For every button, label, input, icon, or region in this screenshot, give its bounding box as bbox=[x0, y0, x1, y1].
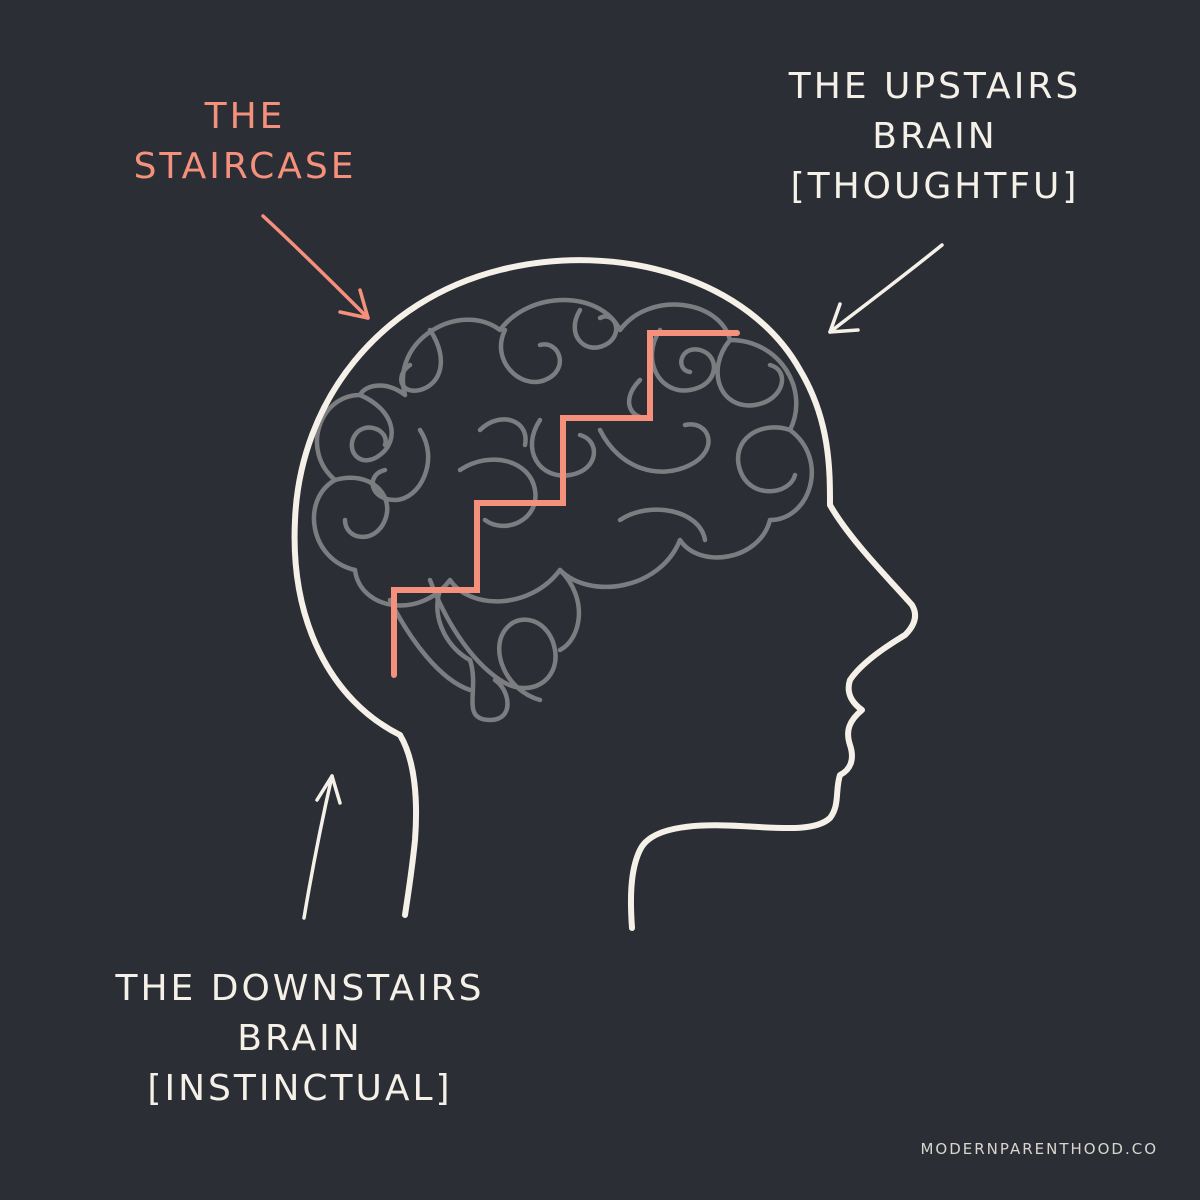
staircase-label-line: STAIRCASE bbox=[133, 146, 357, 187]
arrow-upstairs-icon bbox=[828, 243, 944, 334]
upstairs-brain-label: THE UPSTAIRS BRAIN [THOUGHTFU] bbox=[740, 62, 1130, 212]
upstairs-label-line: THE UPSTAIRS bbox=[788, 66, 1082, 107]
staircase-label-line: THE bbox=[204, 96, 286, 137]
staircase bbox=[391, 330, 740, 678]
upstairs-label-line: [THOUGHTFU] bbox=[790, 166, 1080, 207]
brain-squiggle bbox=[311, 297, 815, 723]
downstairs-label-line: [INSTINCTUAL] bbox=[147, 1068, 453, 1109]
downstairs-label-line: BRAIN bbox=[237, 1018, 363, 1059]
arrow-staircase-icon bbox=[261, 214, 370, 320]
staircase-label: THE STAIRCASE bbox=[90, 92, 400, 192]
arrow-downstairs-icon bbox=[302, 774, 342, 920]
head-outline bbox=[291, 257, 919, 931]
website-credit: MODERNPARENTHOOD.CO bbox=[920, 1140, 1158, 1158]
upstairs-label-line: BRAIN bbox=[872, 116, 998, 157]
downstairs-label-line: THE DOWNSTAIRS bbox=[115, 968, 485, 1009]
downstairs-brain-label: THE DOWNSTAIRS BRAIN [INSTINCTUAL] bbox=[60, 964, 540, 1114]
